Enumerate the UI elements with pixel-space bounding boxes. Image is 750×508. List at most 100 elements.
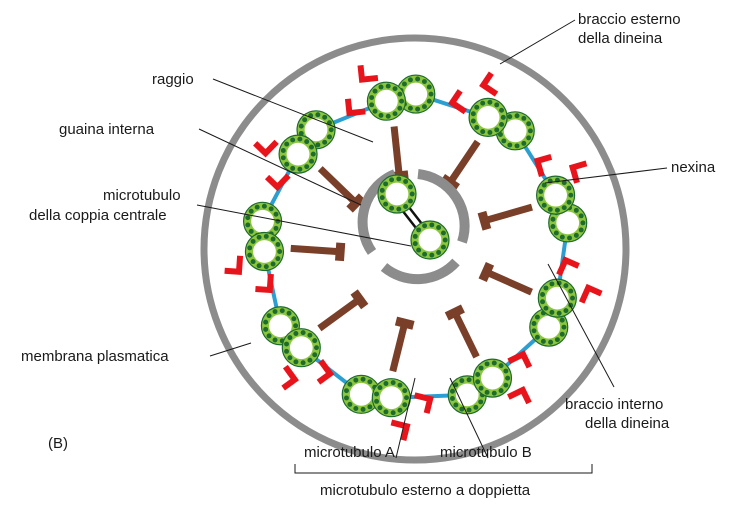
tubulin-dot	[567, 236, 572, 241]
tubulin-dot	[471, 119, 476, 124]
tubulin-dot	[251, 259, 256, 264]
tubulin-dot	[267, 333, 272, 338]
tubulin-dot	[535, 335, 540, 340]
radial-spoke	[490, 273, 532, 292]
tubulin-dot	[579, 213, 584, 218]
tubulin-dot	[267, 313, 272, 318]
tubulin-dot	[441, 245, 446, 250]
radial-spoke	[488, 207, 532, 220]
tubulin-dot	[471, 111, 476, 116]
tubulin-dot	[389, 206, 394, 211]
inner-dynein-arm	[415, 395, 431, 413]
outer-dynein-arm	[508, 390, 529, 403]
doublet	[244, 202, 284, 270]
tubulin-dot	[307, 358, 312, 363]
tubulin-dot	[427, 99, 432, 104]
tubulin-dot	[485, 361, 490, 366]
tubulin-dot	[415, 107, 420, 112]
inner-dynein-arm	[509, 354, 530, 367]
tubulin-dot	[528, 128, 533, 133]
doublet	[530, 279, 577, 346]
tubulin-dot	[271, 237, 276, 242]
tubulin-dot	[271, 262, 276, 267]
label-microtubulo-a: microtubulo A	[304, 444, 395, 461]
tubulin-dot	[408, 106, 413, 111]
tubulin-dot	[408, 77, 413, 82]
tubulin-dot	[397, 408, 402, 413]
tubulin-dot	[397, 92, 402, 97]
tubulin-dot	[380, 188, 385, 193]
tubulin-dot	[322, 140, 327, 145]
tubulin-dot	[399, 99, 404, 104]
inner-dynein-arm	[537, 157, 551, 176]
tubulin-dot	[391, 380, 396, 385]
tubulin-dot	[499, 388, 504, 393]
tubulin-dot	[560, 318, 565, 323]
tubulin-dot	[247, 253, 252, 258]
tubulin-dot	[269, 206, 274, 211]
tubulin-dot	[429, 92, 434, 97]
tubulin-dot	[263, 320, 268, 325]
tubulin-dot	[264, 264, 269, 269]
tubulin-dot	[548, 340, 553, 345]
tubulin-dot	[499, 122, 504, 127]
tubulin-dot	[304, 139, 309, 144]
tubulin-dot	[515, 143, 520, 148]
radial-spoke	[452, 142, 478, 180]
inner-dynein-arm	[267, 176, 288, 188]
tubulin-dot	[574, 233, 579, 238]
label-braccio-interno-1: braccio interno	[565, 396, 663, 413]
tubulin-dot	[386, 84, 391, 89]
tubulin-dot	[422, 223, 427, 228]
tubulin-dot	[377, 405, 382, 410]
outer-dynein-arm	[255, 142, 276, 154]
tubulin-dot	[429, 222, 434, 227]
outer-dynein-arm	[391, 422, 407, 440]
tubulin-dot	[284, 162, 289, 167]
tubule-lumen	[380, 386, 403, 409]
tubule-lumen	[477, 106, 500, 129]
tubulin-dot	[280, 308, 285, 313]
tubulin-dot	[567, 186, 572, 191]
label-raggio: raggio	[152, 71, 194, 88]
tubulin-dot	[436, 250, 441, 255]
outer-dynein-arm	[283, 367, 295, 388]
tubulin-dot	[492, 361, 497, 366]
tubulin-dot	[521, 116, 526, 121]
tubulin-dot	[304, 164, 309, 169]
tubulin-dot	[542, 203, 547, 208]
tubulin-dot	[277, 249, 282, 254]
tubulin-dot	[459, 378, 464, 383]
tubulin-dot	[281, 155, 286, 160]
tubulin-dot	[422, 79, 427, 84]
microtubule-a	[279, 135, 317, 173]
central-microtubules	[378, 175, 449, 259]
tubulin-dot	[550, 217, 555, 222]
doublet	[537, 176, 587, 242]
tubulin-dot	[562, 205, 567, 210]
tubulin-dot	[532, 328, 537, 333]
tubulin-dot	[391, 410, 396, 415]
inner-dynein-arm	[255, 274, 270, 290]
tubule-lumen	[290, 336, 313, 359]
tubulin-dot	[480, 101, 485, 106]
tubulin-dot	[402, 402, 407, 407]
tubule-lumen	[419, 229, 442, 252]
tubulin-dot	[563, 308, 568, 313]
tubulin-dot	[549, 310, 554, 315]
tubulin-dot	[361, 377, 366, 382]
tubulin-dot	[403, 179, 408, 184]
tubulin-dot	[568, 193, 573, 198]
tubulin-dot	[312, 338, 317, 343]
tubulin-dot	[380, 195, 385, 200]
doublet	[261, 307, 320, 367]
tubulin-dot	[467, 377, 472, 382]
tubulin-dot	[374, 399, 379, 404]
tubule-lumen	[251, 210, 274, 233]
tubulin-dot	[540, 292, 545, 297]
tubulin-dot	[555, 208, 560, 213]
label-microtubulo-b: microtubulo B	[440, 444, 532, 461]
tubulin-dot	[312, 352, 317, 357]
tubulin-dot	[408, 199, 413, 204]
